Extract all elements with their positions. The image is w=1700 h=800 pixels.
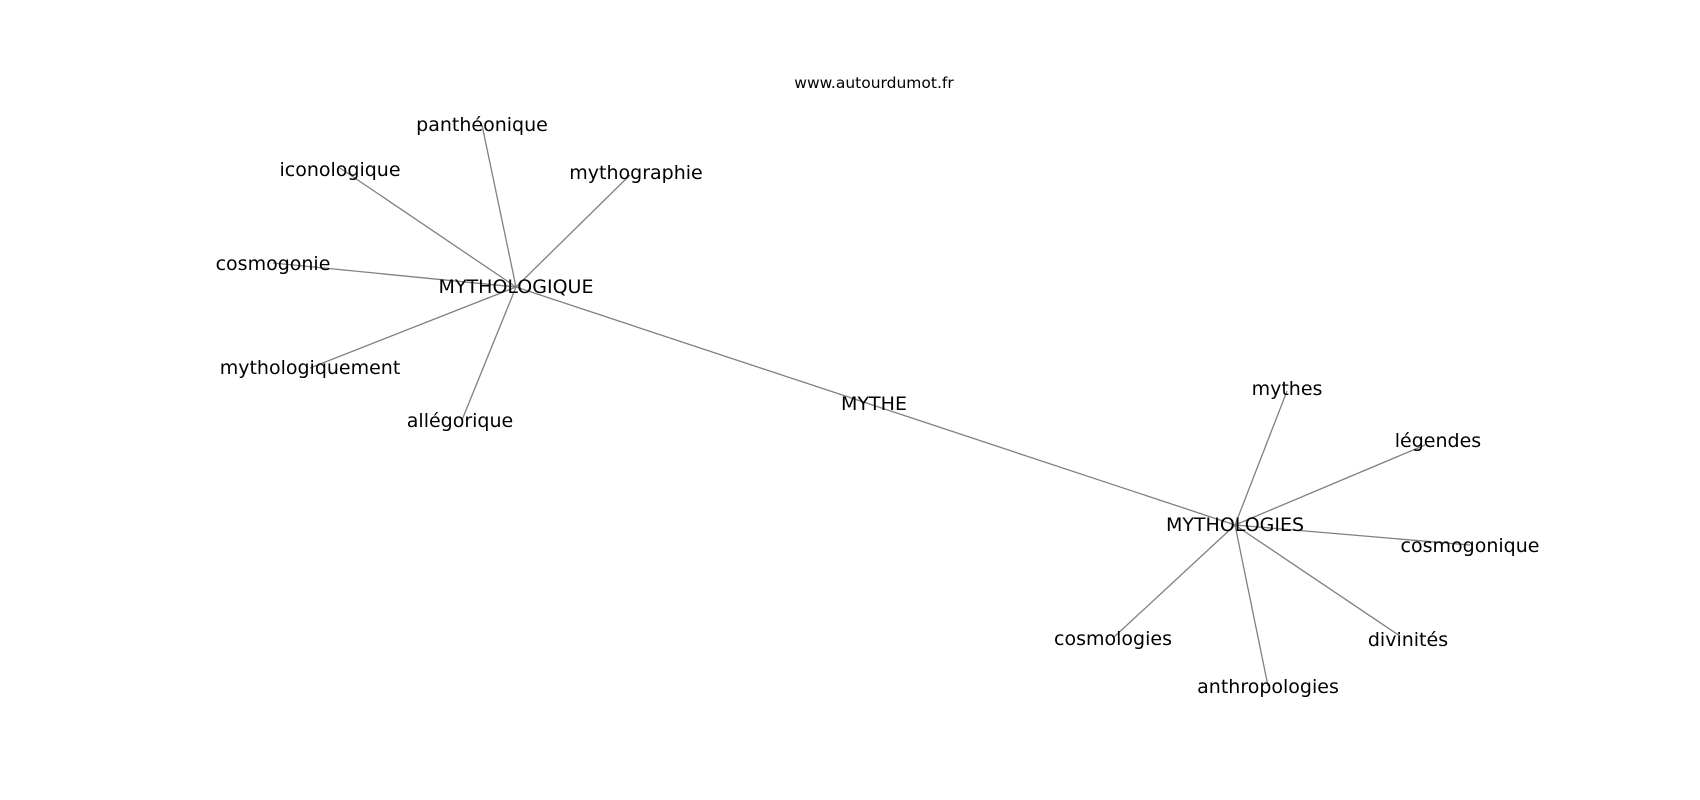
edge-mythologies-legendes	[1234, 444, 1426, 526]
edge-mythologies-cosmogonique	[1234, 524, 1471, 546]
watermark: www.autourdumot.fr	[794, 74, 954, 92]
edge-mythologique-mythologiquement	[309, 286, 517, 369]
edge-mythologique-mythologies	[515, 286, 1236, 526]
edge-mythologique-iconologique	[339, 167, 517, 288]
node-leaf[interactable]: mythographie	[569, 162, 702, 184]
graph-edges	[272, 124, 1471, 687]
node-leaf[interactable]: cosmologies	[1054, 628, 1172, 650]
edge-mythologique-pantheonique	[481, 124, 517, 288]
node-leaf[interactable]: cosmogonique	[1401, 535, 1540, 557]
edge-mythologies-anthropologies	[1234, 524, 1269, 687]
node-center[interactable]: MYTHE	[841, 393, 907, 415]
node-leaf[interactable]: panthéonique	[416, 114, 548, 136]
node-leaf[interactable]: légendes	[1395, 430, 1481, 452]
node-hub-mythologies[interactable]: MYTHOLOGIES	[1166, 514, 1304, 536]
edge-mythologique-allegorique	[461, 286, 517, 421]
node-leaf[interactable]: mythes	[1252, 378, 1323, 400]
node-leaf[interactable]: allégorique	[407, 410, 513, 432]
node-leaf[interactable]: mythologiquement	[220, 357, 401, 379]
word-association-graph: www.autourdumot.fr MYTHE MYTHOLOGIQUE pa…	[216, 74, 1540, 698]
edge-mythologies-mythes	[1234, 390, 1288, 526]
edge-mythologies-divinites	[1234, 524, 1401, 637]
edge-mythologique-mythographie	[515, 174, 631, 288]
node-leaf[interactable]: anthropologies	[1197, 676, 1339, 698]
node-leaf[interactable]: divinités	[1368, 629, 1448, 651]
edge-mythologies-cosmologies	[1112, 524, 1236, 639]
node-leaf[interactable]: iconologique	[279, 159, 400, 181]
edge-mythologique-cosmogonie	[272, 262, 517, 288]
node-leaf[interactable]: cosmogonie	[216, 253, 331, 275]
graph-labels: www.autourdumot.fr MYTHE MYTHOLOGIQUE pa…	[216, 74, 1540, 698]
node-hub-mythologique[interactable]: MYTHOLOGIQUE	[439, 276, 594, 298]
graph-canvas: www.autourdumot.fr MYTHE MYTHOLOGIQUE pa…	[216, 74, 1540, 698]
